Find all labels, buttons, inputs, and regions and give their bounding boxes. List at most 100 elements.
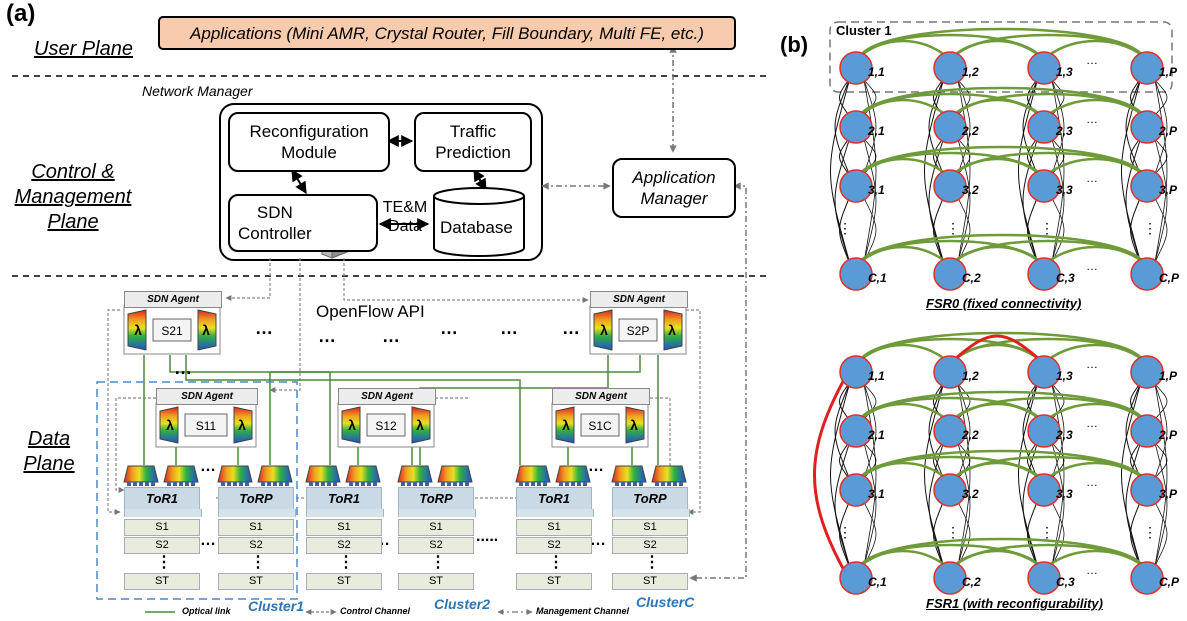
server: ST — [306, 573, 382, 590]
switch-node — [839, 473, 873, 507]
vertical-ellipsis: ⋮ — [1040, 220, 1054, 236]
intra-row-link — [858, 449, 1145, 479]
mux-icon — [663, 309, 683, 351]
intra-row-link — [858, 537, 1145, 567]
intra-column-link — [863, 138, 877, 263]
intra-column-link — [1125, 77, 1142, 177]
reconfig-line2: Module — [281, 143, 337, 162]
intra-column-link — [839, 440, 851, 481]
dots: … — [440, 318, 458, 338]
ellipsis: … — [1086, 475, 1098, 489]
node-label: 1,2 — [962, 369, 979, 383]
intra-row-link — [1047, 98, 1144, 116]
server: S2 — [612, 537, 688, 554]
switch-label: S11 — [196, 419, 217, 433]
ellipsis: … — [1086, 416, 1098, 430]
reconfig-line1: Reconfiguration — [249, 122, 369, 141]
node-label: 3,P — [1159, 183, 1178, 197]
lambda-label: λ — [202, 322, 210, 338]
intra-column-link — [1027, 499, 1039, 569]
lambda-label: λ — [600, 322, 608, 338]
switch-core — [580, 413, 620, 437]
node-label: 2,1 — [867, 124, 885, 138]
panel-a-label: (a) — [6, 0, 36, 27]
tor-switch: ToRP — [612, 487, 688, 511]
node-label: C,P — [1159, 575, 1180, 589]
intra-row-link — [1047, 157, 1144, 175]
server: S1 — [124, 519, 200, 536]
vertical-ellipsis: ⋮ — [1143, 524, 1157, 540]
intra-column-link — [1154, 383, 1168, 567]
vertical-dots: ⋮ — [644, 554, 660, 571]
data-plane-line1: Data — [27, 428, 71, 450]
node-label: 2,P — [1158, 124, 1178, 138]
node-label: 3,1 — [868, 183, 885, 197]
switch-core — [184, 413, 228, 437]
lambda-label: λ — [668, 322, 676, 338]
dots-many: ..... — [476, 528, 499, 545]
lambda-label: λ — [134, 322, 142, 338]
lambda-label: λ — [416, 417, 424, 433]
app-rack-link — [689, 182, 747, 582]
intra-column-link — [928, 136, 945, 265]
switch-node — [1130, 257, 1164, 291]
switch-node — [839, 355, 873, 389]
app-manager-line1: Application — [632, 168, 716, 187]
vertical-ellipsis: ⋮ — [946, 220, 960, 236]
mux-icon — [625, 406, 645, 444]
intra-column-link — [1154, 79, 1168, 263]
database-label: Database — [440, 218, 513, 237]
reconfigured-link — [813, 375, 848, 575]
intra-row-link — [858, 27, 1145, 57]
intra-column-link — [1154, 79, 1168, 116]
node-label: 3,2 — [962, 487, 979, 501]
intra-column-link — [1154, 197, 1168, 263]
dots: … — [174, 358, 192, 378]
lambda-label: λ — [348, 417, 356, 433]
transceiver-icon — [651, 465, 687, 486]
intra-row-link — [1047, 461, 1144, 479]
vertical-dots: ⋮ — [430, 554, 446, 571]
dots: … — [562, 318, 580, 338]
panel-b-label: (b) — [780, 32, 809, 57]
dots: … — [590, 532, 606, 549]
intra-column-link — [830, 77, 851, 265]
control-plane-label: Control & Management Plane — [8, 160, 138, 235]
server: S2 — [398, 537, 474, 554]
ellipsis: … — [1086, 259, 1098, 273]
node-label: 2,3 — [1055, 124, 1073, 138]
dots: … — [255, 318, 273, 338]
intra-column-link — [1022, 136, 1039, 265]
intra-column-link — [863, 442, 877, 567]
server: ST — [516, 573, 592, 590]
server: S2 — [516, 537, 592, 554]
server: S1 — [398, 519, 474, 536]
tem-data-label: TE&M Data — [380, 198, 430, 236]
rack-band — [306, 509, 384, 517]
network-manager-label: Network Manager — [142, 83, 253, 99]
intra-column-link — [1125, 440, 1142, 569]
reconfigured-link — [953, 334, 1041, 362]
mux-icon — [197, 309, 217, 351]
node-label: 3,P — [1159, 487, 1178, 501]
transceiver-icon — [305, 465, 341, 486]
tor-switch: ToR1 — [124, 487, 200, 511]
transceiver-icon — [611, 465, 647, 486]
traffic-db-arrow — [473, 168, 487, 192]
legend-management-label: Management Channel — [536, 606, 630, 616]
intra-row-link — [1047, 343, 1144, 361]
traffic-line1: Traffic — [449, 122, 497, 141]
tem-line2: Data — [388, 218, 422, 235]
demux-icon — [555, 406, 575, 444]
intra-column-link — [933, 499, 945, 569]
intra-column-link — [834, 440, 851, 569]
intra-column-link — [1051, 197, 1065, 263]
switch-node — [1027, 561, 1061, 595]
switch-label: S21 — [161, 324, 183, 338]
dots: … — [318, 326, 336, 346]
intra-row-link — [1047, 549, 1144, 567]
intra-column-link — [1125, 381, 1142, 481]
